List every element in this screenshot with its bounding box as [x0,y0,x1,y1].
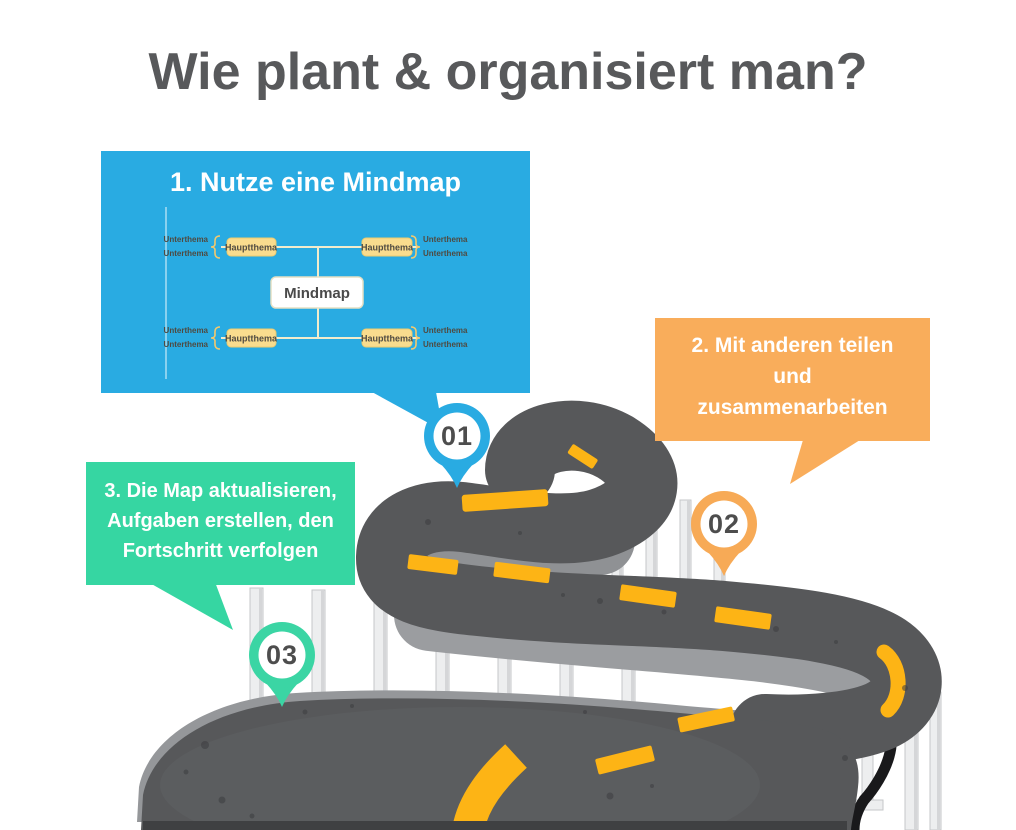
sub-topic-label: Unterthema [423,235,468,244]
step3-text-line: Aufgaben erstellen, den [107,510,334,532]
main-topic-label: Hauptthema [225,334,278,344]
sub-topic-label: Unterthema [423,249,468,258]
step3-text-line: 3. Die Map aktualisieren, [104,480,337,502]
step1-panel: 1. Nutze eine Mindmap [101,151,530,393]
mindmap-center-node: Mindmap [270,276,364,309]
main-topic-label: Hauptthema [361,334,414,344]
mindmap-sub-labels: Unterthema Unterthema Unterthema Unterth… [164,235,468,349]
step1-title: 1. Nutze eine Mindmap [169,167,462,197]
step2-bubble: 2. Mit anderen teilen und zusammenarbeit… [655,318,930,441]
step2-text-line: zusammenarbeiten [697,396,888,419]
road-speckles [183,519,908,819]
step3-bubble: 3. Die Map aktualisieren, Aufgaben erste… [86,462,355,585]
orange-bubble-tail [790,440,860,484]
pin-02: 02 [691,491,757,576]
pin-03-number: 03 [266,640,298,670]
green-bubble-tail [148,582,233,630]
mindmap-main-nodes: Hauptthema Hauptthema Hauptthema Hauptth… [225,237,414,348]
mindmap-braces [210,235,421,350]
step2-text-line: und [773,365,812,388]
step2-text-line: 2. Mit anderen teilen [691,334,894,357]
sub-topic-label: Unterthema [164,235,209,244]
step3-text-line: Fortschritt verfolgen [122,540,319,562]
ground-strip [143,821,847,830]
page-title: Wie plant & organisiert man? [148,43,868,101]
blue-bubble-tail [372,392,443,431]
sub-topic-label: Unterthema [164,326,209,335]
sub-topic-label: Unterthema [423,326,468,335]
main-topic-label: Hauptthema [225,243,278,253]
main-topic-label: Hauptthema [361,243,414,253]
sub-topic-label: Unterthema [164,249,209,258]
pin-01: 01 [424,403,490,488]
pin-02-number: 02 [708,509,740,539]
mindmap-diagram: Hauptthema Hauptthema Hauptthema Hauptth… [164,207,468,379]
sub-topic-label: Unterthema [423,340,468,349]
center-node-label: Mindmap [284,285,350,302]
mindmap-connectors [221,246,418,339]
sub-topic-label: Unterthema [164,340,209,349]
pin-03: 03 [249,622,315,707]
pin-01-number: 01 [441,421,473,451]
